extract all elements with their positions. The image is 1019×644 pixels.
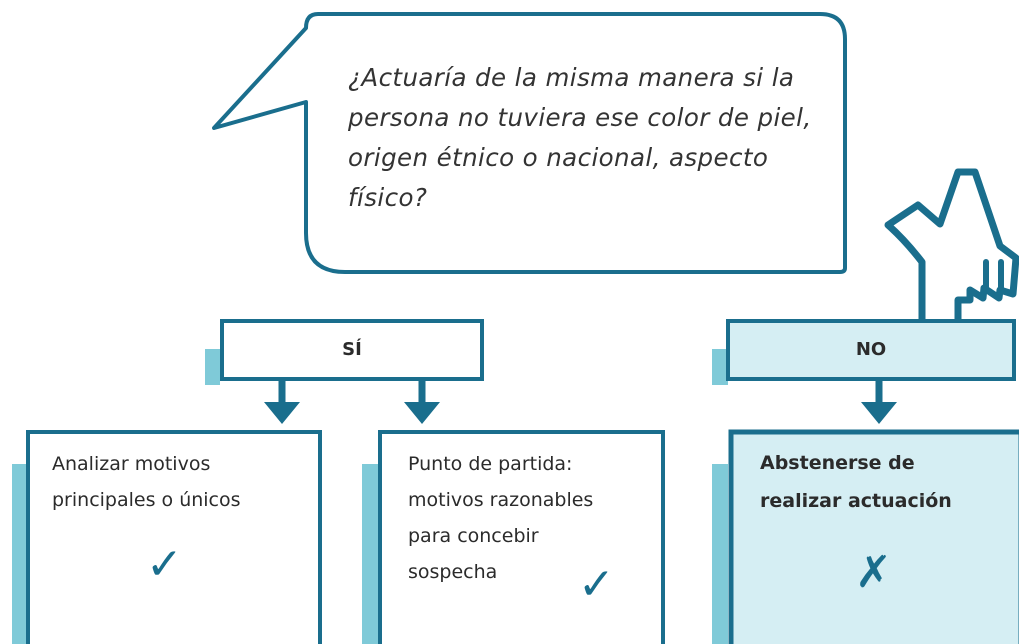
abstain-line: realizar actuación (760, 490, 952, 512)
analyze-box-shadow (12, 464, 28, 644)
abstain-line: Abstenerse de (760, 452, 915, 474)
check-icon: ✓ (146, 539, 183, 590)
check-icon: ✓ (578, 559, 615, 610)
starting-point-line: Punto de partida: (408, 453, 573, 475)
analyze-line: principales o únicos (52, 489, 241, 511)
starting-point-line: sospecha (408, 561, 498, 583)
question-line: origen étnico o nacional, aspecto (348, 143, 769, 172)
analyze-text: Analizar motivos principales o únicos (52, 446, 312, 518)
question-line: persona no tuviera ese color de piel, (348, 103, 812, 132)
yes-header-box (220, 319, 484, 381)
arrow-to-abstain (861, 381, 897, 424)
starting-point-text: Punto de partida: motivos razonables par… (408, 446, 648, 590)
arrow-to-analyze (264, 381, 300, 424)
starting-point-box (378, 430, 665, 644)
abstain-box (728, 429, 1019, 644)
abstain-box-shadow (712, 464, 728, 644)
abstain-text: Abstenerse de realizar actuación (760, 444, 1010, 520)
analyze-line: Analizar motivos (52, 453, 211, 475)
question-line: ¿Actuaría de la misma manera si la (348, 63, 795, 92)
starting-point-line: para concebir (408, 525, 539, 547)
no-header-shadow (712, 349, 728, 385)
no-header-box (726, 319, 1016, 381)
starting-point-box-shadow (362, 464, 378, 644)
question-line: físico? (348, 183, 428, 212)
arrow-to-starting-point (404, 381, 440, 424)
analyze-box (26, 430, 322, 644)
question-text: ¿Actuaría de la misma manera si la perso… (348, 58, 818, 218)
no-label: NO (855, 339, 887, 360)
yes-header-shadow (205, 349, 220, 385)
cross-icon: ✗ (855, 547, 892, 598)
starting-point-line: motivos razonables (408, 489, 594, 511)
yes-label: SÍ (342, 339, 362, 360)
speech-bubble (212, 12, 847, 274)
